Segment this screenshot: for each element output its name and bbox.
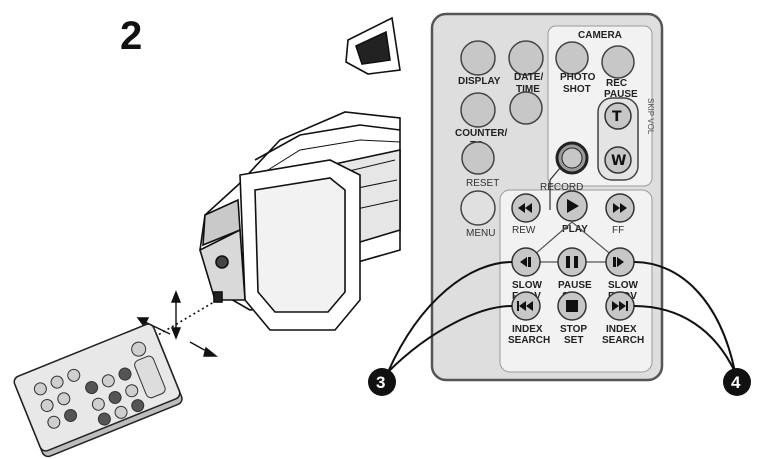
index-search-back-button[interactable]: INDEX SEARCH <box>508 291 550 346</box>
reset-button[interactable]: RESET <box>461 141 499 189</box>
rewind-button[interactable]: REW <box>511 193 541 236</box>
stop-button[interactable]: STOP SET <box>557 291 587 346</box>
small-remote <box>13 323 183 458</box>
playback-panel <box>499 189 653 373</box>
slow-reverse-icon <box>520 257 531 267</box>
callout-lines <box>387 261 736 373</box>
index-search-forward-button[interactable]: INDEX SEARCH <box>602 291 644 346</box>
rewind-icon <box>518 203 532 213</box>
stop-label-1: STOP <box>560 324 587 335</box>
zoom-unlabeled-button[interactable] <box>509 91 543 125</box>
display-label: DISPLAY <box>458 76 501 87</box>
date-time-label-2: TIME <box>516 84 540 95</box>
zoom-t-label: T <box>612 109 622 125</box>
photo-shot-button[interactable]: PHOTO SHOT <box>555 41 596 95</box>
camera-section-label: CAMERA <box>578 30 622 41</box>
fast-forward-button[interactable]: FF <box>605 193 635 236</box>
signal-arrows <box>136 290 218 357</box>
fast-forward-label: FF <box>612 225 624 236</box>
callout-4-label: 4 <box>731 373 741 392</box>
reset-label: RESET <box>466 178 499 189</box>
record-label: RECORD <box>540 182 583 193</box>
index-left-label-2: SEARCH <box>508 335 550 346</box>
counter-tc-label-1: COUNTER/ <box>455 128 507 139</box>
stop-icon <box>566 300 578 312</box>
record-button[interactable]: RECORD <box>540 141 589 193</box>
photo-shot-label-1: PHOTO <box>560 72 596 83</box>
stop-label-2: SET <box>564 335 583 346</box>
skip-forward-icon <box>612 301 628 311</box>
rec-pause-label-1: REC <box>606 78 627 89</box>
play-button[interactable]: PLAY <box>556 190 588 235</box>
pause-icon <box>566 256 578 268</box>
index-right-label-1: INDEX <box>606 324 637 335</box>
callout-4: 4 <box>723 368 751 396</box>
menu-button[interactable]: MENU <box>460 190 496 239</box>
photo-shot-label-2: SHOT <box>563 84 591 95</box>
menu-label: MENU <box>466 228 495 239</box>
index-left-label-1: INDEX <box>512 324 543 335</box>
callout-3: 3 <box>368 368 396 396</box>
index-right-label-2: SEARCH <box>602 335 644 346</box>
fast-forward-icon <box>613 203 627 213</box>
play-icon <box>567 199 579 213</box>
slow-forward-icon <box>613 257 624 267</box>
callout-3-label: 3 <box>376 373 385 392</box>
step-number: 2 <box>120 14 143 58</box>
rec-pause-button[interactable]: REC PAUSE <box>601 45 638 100</box>
camcorder <box>199 16 401 331</box>
rewind-label: REW <box>512 225 536 236</box>
rec-pause-label-2: PAUSE <box>604 89 638 100</box>
zoom-w-label: W <box>611 153 626 169</box>
play-label: PLAY <box>562 224 588 235</box>
slow-right-label-1: SLOW <box>608 280 639 291</box>
pause-label-1: PAUSE <box>558 280 592 291</box>
zoom-t-button[interactable]: T <box>604 102 632 130</box>
skip-back-icon <box>517 301 533 311</box>
zoom-rocker: T W <box>597 97 639 181</box>
date-time-label-1: DATE/ <box>514 72 543 83</box>
display-button[interactable]: DISPLAY <box>458 40 501 87</box>
remote-control: DISPLAY DATE/ TIME PHOTO SHOT CAMERA REC… <box>430 12 664 382</box>
zoom-w-button[interactable]: W <box>604 146 632 174</box>
remote-sensor <box>213 291 223 303</box>
date-time-button[interactable]: DATE/ TIME <box>508 40 544 95</box>
slow-left-label-1: SLOW <box>512 280 543 291</box>
skip-vol-label: SKIP VOL <box>646 98 655 135</box>
